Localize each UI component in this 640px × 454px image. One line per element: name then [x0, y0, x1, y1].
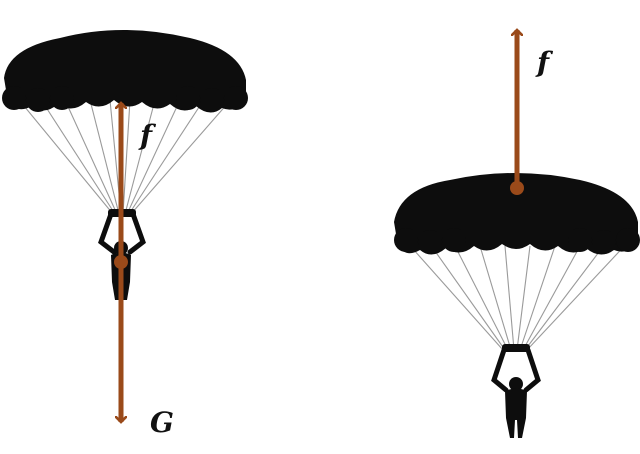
left-force-origin-dot: [114, 255, 128, 269]
left-friction-label: f: [138, 119, 157, 152]
right-force-arrows: [510, 30, 524, 195]
left-person-arms: [98, 211, 146, 255]
right-canopy: [394, 173, 640, 255]
right-suspension-lines: [404, 239, 631, 351]
right-friction-label: f: [535, 46, 554, 79]
left-gravity-label: G: [150, 406, 174, 439]
right-person-arms: [491, 347, 541, 393]
left-force-arrows: [114, 103, 128, 422]
right-person-body: [505, 377, 527, 438]
right-force-origin-dot: [510, 181, 524, 195]
right-parachutist: f: [394, 30, 640, 438]
right-harness-bar: [502, 344, 530, 352]
left-canopy: [2, 30, 248, 113]
left-parachutist: f G: [2, 30, 248, 439]
left-suspension-lines: [14, 94, 236, 215]
